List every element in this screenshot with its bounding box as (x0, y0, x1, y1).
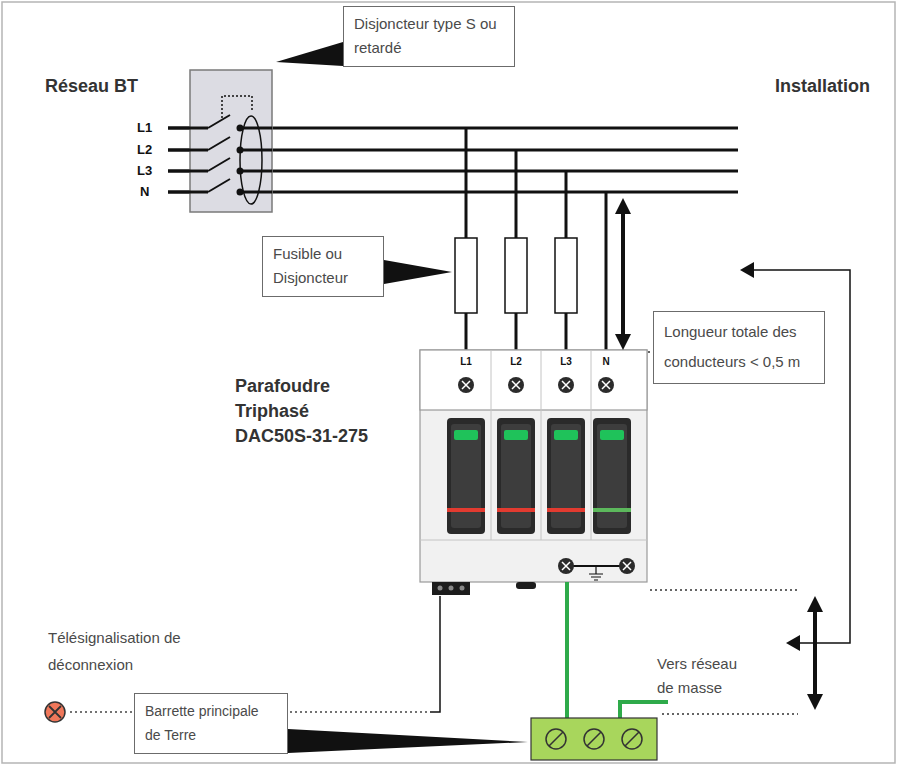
callout-box: Disjoncteur type S ou retardé (343, 6, 515, 67)
terminal-screw (598, 377, 614, 393)
side-heading: Installation (775, 76, 870, 97)
fuse-symbol (455, 238, 577, 313)
callout-text: Barrette principale de Terre (145, 699, 277, 747)
line-name: N (140, 184, 149, 199)
terminal-screw (558, 377, 574, 393)
terminal-label: L2 (506, 356, 526, 368)
terminal-label: L1 (456, 356, 476, 368)
callout-pointer (276, 42, 343, 66)
terminal-screw (508, 377, 524, 393)
surge-protector: Parafoudre Triphasé DAC50S-31-275L1L2L3N (420, 350, 647, 582)
callout-pointer (384, 260, 452, 284)
protection-module (447, 418, 485, 534)
callout-text: Disjoncteur type S ou retardé (354, 12, 504, 60)
callout-box: Fusible ou Disjoncteur (262, 236, 384, 297)
breaker-symbol (168, 70, 272, 212)
length-dimension (623, 206, 850, 714)
callout-box: Longueur totale des conducteurs < 0,5 m (653, 311, 825, 384)
terminal-screw (602, 381, 610, 389)
line-name: L2 (137, 142, 152, 157)
callout-text: Fusible ou Disjoncteur (273, 242, 373, 290)
protection-module (547, 418, 585, 534)
protection-module (497, 418, 535, 534)
terminal-label: N (596, 356, 616, 368)
protection-module (593, 418, 631, 534)
terminal-screw (462, 381, 470, 389)
side-heading: Réseau BT (45, 76, 138, 97)
line-name: L1 (137, 120, 152, 135)
note-label: Vers réseau de masse (657, 652, 752, 700)
earth-wiring (531, 582, 668, 760)
callout-pointer (288, 729, 528, 753)
phase-drops (466, 128, 606, 352)
device-heading: Parafoudre Triphasé DAC50S-31-275 (235, 374, 385, 449)
callout-text: Longueur totale des conducteurs < 0,5 m (664, 317, 814, 377)
terminal-screw (512, 381, 520, 389)
line-name: L3 (137, 163, 152, 178)
surge-protector-body (420, 350, 647, 595)
terminal-screw (458, 377, 474, 393)
terminal-label: L3 (556, 356, 576, 368)
callout-box: Barrette principale de Terre (134, 693, 288, 754)
note-label: Télésignalisation de déconnexion (48, 624, 188, 678)
terminal-screw (562, 381, 570, 389)
